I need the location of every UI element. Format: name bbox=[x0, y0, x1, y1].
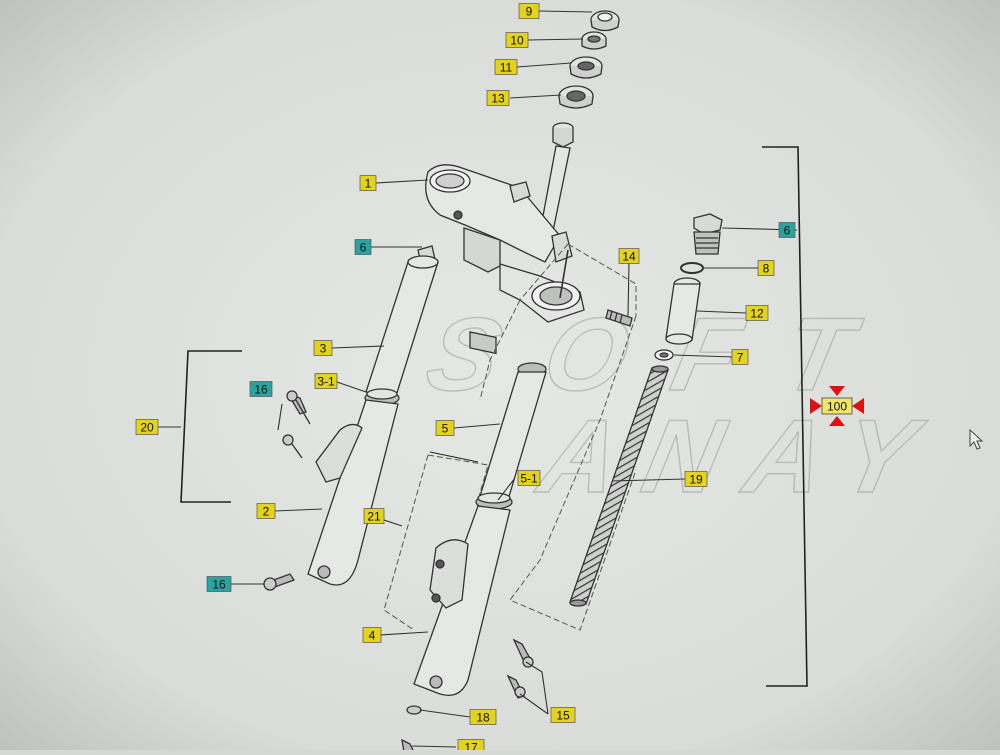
callout-1: 1 bbox=[359, 175, 377, 191]
callout-text: 3 bbox=[320, 342, 327, 356]
assembly-100-label: 100 bbox=[827, 400, 847, 414]
callout-19: 19 bbox=[684, 471, 708, 487]
damper-assembly bbox=[569, 213, 723, 607]
callout-text: 6 bbox=[360, 241, 367, 255]
callout-text: 3-1 bbox=[317, 375, 335, 389]
callout-box bbox=[618, 248, 640, 264]
callout-text: 18 bbox=[476, 711, 490, 725]
callout-box bbox=[256, 503, 276, 519]
callout-text: 19 bbox=[689, 473, 703, 487]
assembly-100-marker: 100 bbox=[810, 386, 864, 426]
callout-18: 18 bbox=[469, 709, 497, 725]
callout-3-1: 3-1 bbox=[314, 373, 338, 389]
callout-text: 20 bbox=[140, 421, 154, 435]
callout-text: 17 bbox=[464, 741, 478, 751]
callout-box bbox=[486, 90, 510, 106]
callout-6a: 6 bbox=[354, 239, 372, 255]
bracket-20 bbox=[180, 350, 242, 503]
callout-box bbox=[362, 627, 382, 643]
callout-5-1: 5-1 bbox=[517, 470, 541, 486]
callout-box bbox=[469, 709, 497, 725]
leader-lines bbox=[157, 10, 798, 748]
callout-box bbox=[494, 59, 518, 75]
callout-box bbox=[518, 3, 540, 19]
callout-box bbox=[314, 373, 338, 389]
callout-12: 12 bbox=[745, 305, 769, 321]
right-fork-leg bbox=[401, 362, 547, 753]
callout-text: 16 bbox=[254, 383, 268, 397]
callout-8: 8 bbox=[757, 260, 775, 276]
callout-text: 1 bbox=[365, 177, 372, 191]
callout-text: 7 bbox=[737, 351, 744, 365]
callout-text: 14 bbox=[622, 250, 636, 264]
callout-box bbox=[135, 419, 159, 435]
callout-text: 5 bbox=[442, 422, 449, 436]
callout-16b: 16 bbox=[206, 576, 232, 592]
callout-text: 9 bbox=[526, 5, 533, 19]
bracket-100 bbox=[762, 146, 808, 687]
callout-text: 11 bbox=[500, 61, 513, 75]
callout-box bbox=[684, 471, 708, 487]
callout-13: 13 bbox=[486, 90, 510, 106]
callout-box bbox=[206, 576, 232, 592]
callout-box bbox=[731, 349, 749, 365]
callout-15: 15 bbox=[550, 707, 576, 723]
callout-20: 20 bbox=[135, 419, 159, 435]
callout-9: 9 bbox=[518, 3, 540, 19]
callout-text: 21 bbox=[367, 510, 381, 524]
callout-2: 2 bbox=[256, 503, 276, 519]
callout-box bbox=[359, 175, 377, 191]
callout-text: 10 bbox=[510, 34, 524, 48]
guide-lines bbox=[383, 243, 637, 631]
steering-head-parts bbox=[425, 10, 633, 355]
callout-text: 16 bbox=[212, 578, 226, 592]
callout-text: 2 bbox=[263, 505, 270, 519]
callout-10: 10 bbox=[505, 32, 529, 48]
callout-box bbox=[313, 340, 333, 356]
brackets bbox=[180, 146, 808, 687]
callout-box bbox=[249, 381, 273, 397]
callout-box bbox=[363, 508, 385, 524]
callout-6b: 6 bbox=[778, 222, 796, 238]
callout-16a: 16 bbox=[249, 381, 273, 397]
callout-21: 21 bbox=[363, 508, 385, 524]
callout-box bbox=[505, 32, 529, 48]
left-fork-leg bbox=[263, 245, 439, 591]
callout-box bbox=[757, 260, 775, 276]
callout-text: 12 bbox=[750, 307, 764, 321]
callout-box bbox=[778, 222, 796, 238]
bracket-21 bbox=[429, 451, 479, 463]
callout-11: 11 bbox=[494, 59, 518, 75]
callout-text: 8 bbox=[763, 262, 770, 276]
callout-text: 13 bbox=[491, 92, 505, 106]
callout-17: 17 bbox=[457, 739, 485, 755]
callout-14: 14 bbox=[618, 248, 640, 264]
callout-text: 15 bbox=[556, 709, 570, 723]
callout-text: 6 bbox=[784, 224, 791, 238]
mouse-cursor-icon bbox=[969, 428, 984, 450]
callout-4: 4 bbox=[362, 627, 382, 643]
callout-box bbox=[435, 420, 455, 436]
callout-text: 5-1 bbox=[520, 472, 538, 486]
callout-5: 5 bbox=[435, 420, 455, 436]
callout-7: 7 bbox=[731, 349, 749, 365]
callout-text: 4 bbox=[369, 629, 376, 643]
callout-box bbox=[745, 305, 769, 321]
callout-3: 3 bbox=[313, 340, 333, 356]
callout-box bbox=[517, 470, 541, 486]
callout-box bbox=[354, 239, 372, 255]
callout-box bbox=[550, 707, 576, 723]
